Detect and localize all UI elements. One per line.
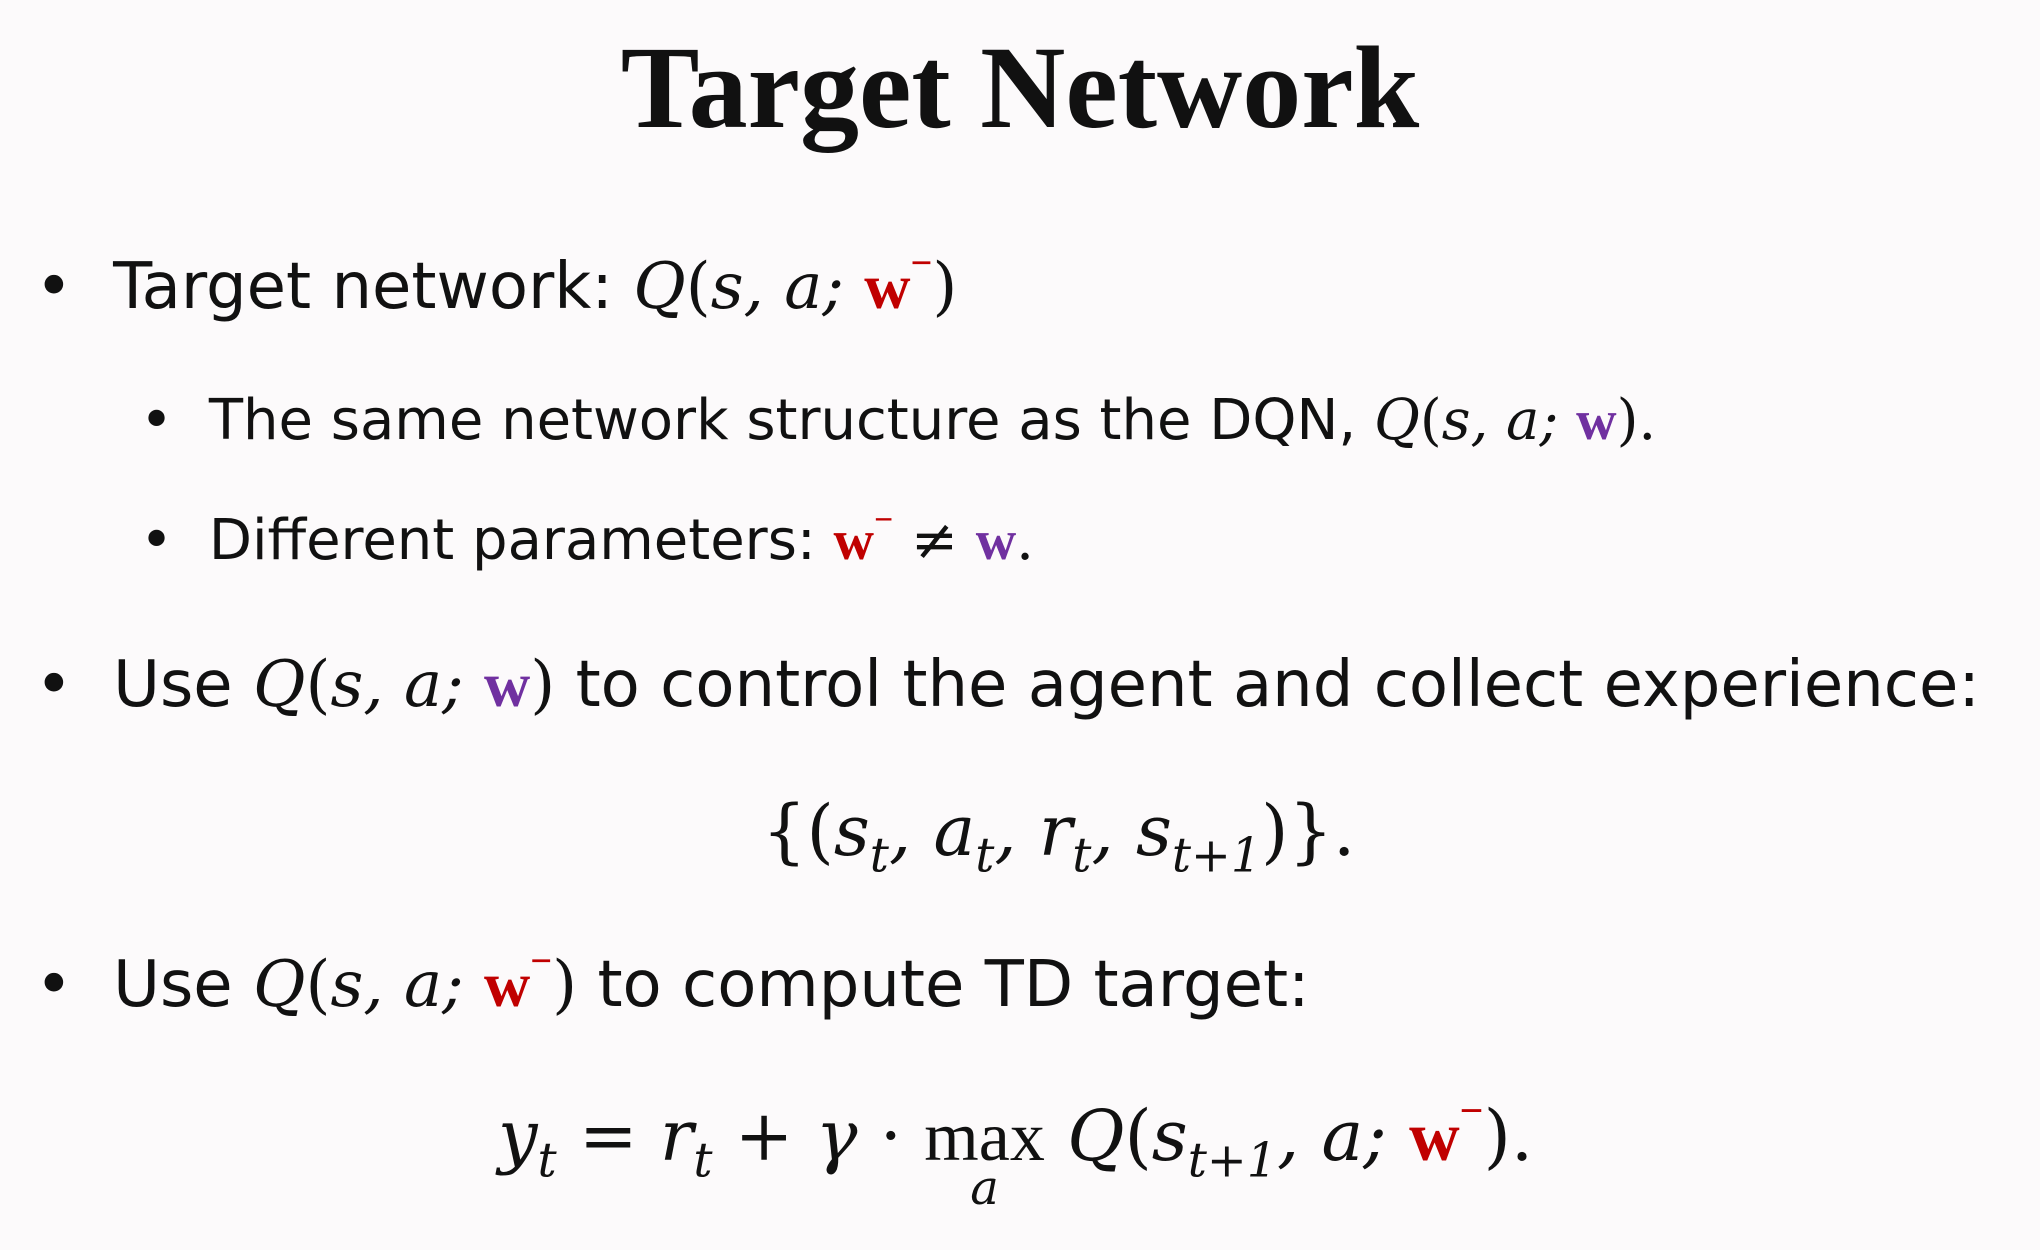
dqn-formula: Q(s, a; w). — [1373, 388, 1657, 453]
sub-bullet-text: The same network structure as the DQN, — [208, 388, 1374, 453]
bullet-text: Target network: — [113, 250, 634, 324]
bullet-dot: • — [140, 508, 174, 573]
param-inequality: w− ≠ w. — [833, 501, 1034, 573]
bullet-text-post: to compute TD target: — [577, 948, 1310, 1022]
bullet-text-post: to control the agent and collect experie… — [555, 648, 1980, 722]
experience-set-equation: {(st, at, rt, st+1)}. — [762, 790, 1356, 884]
dqn-formula: Q(s, a; w) — [253, 648, 556, 722]
sub-bullet-different-params: • Different parameters: w− ≠ w. — [140, 501, 1034, 573]
bullet-dot: • — [35, 250, 73, 324]
bullet-text-pre: Use — [113, 648, 253, 722]
bullet-use-dqn: • Use Q(s, a; w) to control the agent an… — [35, 648, 1980, 722]
bullet-target-network: • Target network: Q(s, a; w−) — [35, 242, 958, 324]
bullet-dot: • — [35, 948, 73, 1022]
target-network-formula: Q(s, a; w−) — [253, 940, 578, 1022]
bullet-dot: • — [140, 388, 174, 453]
sub-bullet-same-structure: • The same network structure as the DQN,… — [140, 388, 1656, 453]
bullet-dot: • — [35, 648, 73, 722]
sub-bullet-text: Different parameters: — [208, 508, 834, 573]
slide-title: Target Network — [620, 22, 1420, 153]
target-network-formula: Q(s, a; w−) — [633, 242, 958, 324]
bullet-use-target: • Use Q(s, a; w−) to compute TD target: — [35, 940, 1310, 1022]
bullet-text-pre: Use — [113, 948, 253, 1022]
